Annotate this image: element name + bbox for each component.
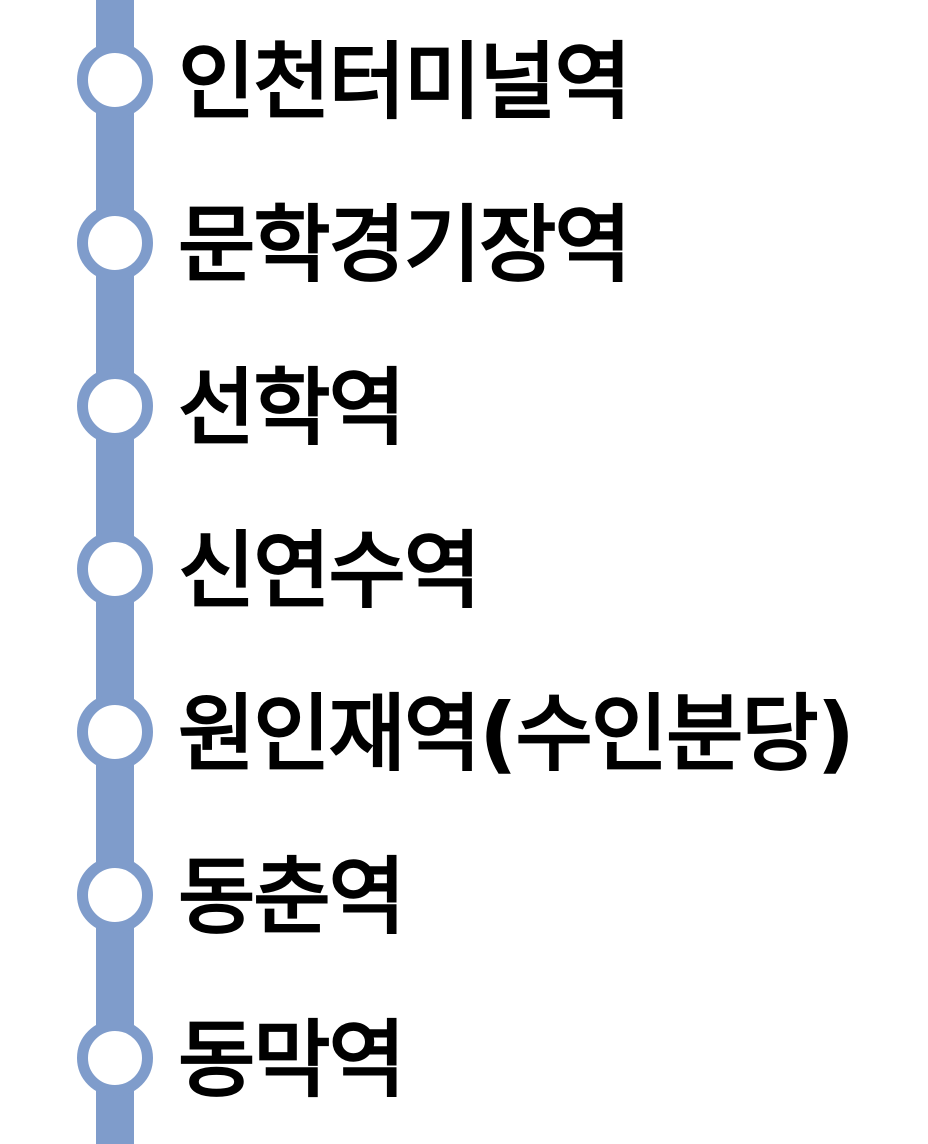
- station-name: 원인재역(수인분당): [178, 685, 855, 783]
- station-item: 문학경기장역: [0, 185, 928, 305]
- station-item: 신연수역: [0, 511, 928, 631]
- station-name: 동춘역: [178, 848, 406, 946]
- station-marker: [77, 368, 153, 444]
- station-name: 선학역: [178, 359, 406, 457]
- station-item: 동막역: [0, 1000, 928, 1120]
- station-item: 선학역: [0, 348, 928, 468]
- station-item: 인천터미널역: [0, 22, 928, 142]
- station-item: 원인재역(수인분당): [0, 674, 928, 794]
- station-name: 동막역: [178, 1011, 406, 1109]
- station-marker: [77, 694, 153, 770]
- station-name: 인천터미널역: [178, 33, 632, 131]
- station-marker: [77, 42, 153, 118]
- station-marker: [77, 1020, 153, 1096]
- station-marker: [77, 205, 153, 281]
- station-marker: [77, 531, 153, 607]
- station-item: 동춘역: [0, 837, 928, 957]
- station-marker: [77, 857, 153, 933]
- station-name: 신연수역: [178, 522, 481, 620]
- station-name: 문학경기장역: [178, 196, 632, 294]
